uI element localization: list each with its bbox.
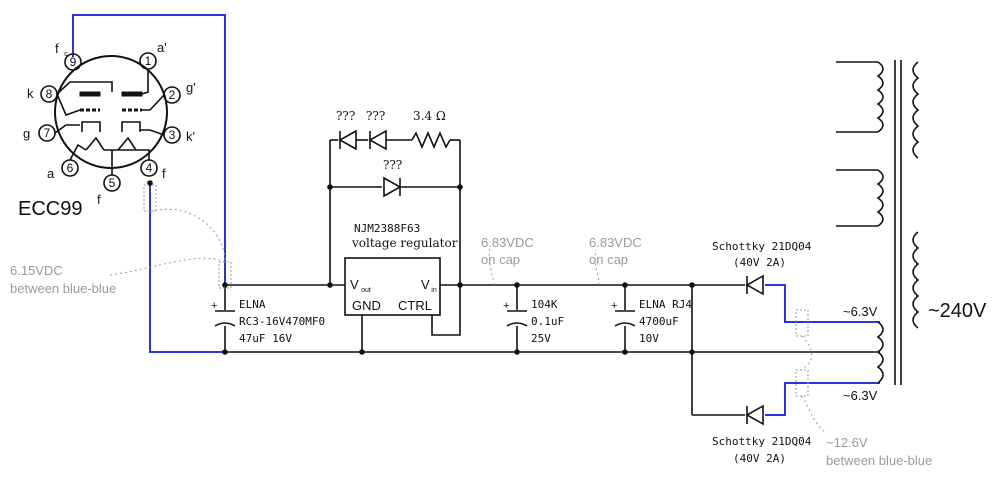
svg-text:6.83VDC: 6.83VDC: [481, 235, 534, 250]
svg-text:f: f: [162, 166, 166, 181]
svg-text:Schottky 21DQ04: Schottky 21DQ04: [712, 435, 812, 448]
diode-top2: [368, 129, 387, 151]
regulator-name: NJM2388F63: [354, 222, 420, 235]
diode-mid: [383, 176, 402, 198]
svg-text:on cap: on cap: [481, 252, 520, 267]
diode-top1-label: ???: [336, 109, 355, 123]
regulator-vin-sub: in: [431, 287, 437, 294]
transformer: ~240V ~6.3V ~6.3V: [836, 60, 987, 403]
regulator-gnd: GND: [352, 298, 381, 313]
svg-text:RC3-16V470MF0: RC3-16V470MF0: [239, 315, 325, 328]
svg-text:47uF 16V: 47uF 16V: [239, 332, 292, 345]
svg-text:5: 5: [109, 176, 116, 190]
svg-text:2: 2: [169, 88, 176, 102]
svg-text:4700uF: 4700uF: [639, 315, 679, 328]
svg-text:~12.6V: ~12.6V: [826, 435, 868, 450]
svg-text:between blue-blue: between blue-blue: [10, 281, 116, 296]
svg-text:on cap: on cap: [589, 252, 628, 267]
schottky-bottom: Schottky 21DQ04 (40V 2A): [712, 404, 812, 465]
svg-text:1: 1: [145, 54, 152, 68]
diode-top2-label: ???: [366, 109, 385, 123]
svg-text:10V: 10V: [639, 332, 659, 345]
svg-text:+: +: [211, 300, 217, 312]
voltage-notes: 6.15VDC between blue-blue 6.83VDC on cap…: [10, 235, 932, 468]
regulator-vin: V: [421, 277, 430, 292]
heater-wires: [72, 14, 880, 416]
svg-text:(40V 2A): (40V 2A): [733, 452, 786, 465]
resistor-zigzag: [411, 130, 451, 150]
regulator-desc: voltage regulator: [351, 236, 458, 250]
diode-chain: ??? ??? 3.4 Ω ???: [330, 109, 460, 198]
schottky-top: Schottky 21DQ04 (40V 2A): [712, 240, 812, 296]
svg-text:0.1uF: 0.1uF: [531, 315, 564, 328]
diode-mid-label: ???: [383, 158, 402, 172]
svg-text:ELNA: ELNA: [239, 298, 266, 311]
regulator-vout: V: [350, 277, 359, 292]
svg-text:104K: 104K: [531, 298, 558, 311]
svg-text:6.15VDC: 6.15VDC: [10, 263, 63, 278]
svg-text:7: 7: [44, 126, 51, 140]
svg-text:ELNA RJ4: ELNA RJ4: [639, 298, 692, 311]
cap-c2: + 104K 0.1uF 25V: [503, 298, 564, 345]
svg-text:k: k: [27, 86, 34, 101]
svg-text:(40V 2A): (40V 2A): [733, 256, 786, 269]
svg-text:6.83VDC: 6.83VDC: [589, 235, 642, 250]
sec-bottom-voltage: ~6.3V: [843, 388, 878, 403]
svg-text:a': a': [157, 40, 167, 55]
diode-top1: [338, 129, 357, 151]
svg-text:6: 6: [67, 161, 74, 175]
junctions: [147, 180, 695, 355]
svg-text:Schottky 21DQ04: Schottky 21DQ04: [712, 240, 812, 253]
primary-voltage: ~240V: [928, 300, 987, 322]
svg-text:f: f: [97, 192, 101, 207]
pin-label-fc-sub: c: [64, 51, 68, 58]
svg-text:+: +: [611, 300, 617, 312]
pin-label-fc: f: [55, 41, 59, 56]
svg-text:k': k': [186, 129, 195, 144]
svg-text:+: +: [503, 300, 509, 312]
regulator-ctrl: CTRL: [398, 298, 432, 313]
svg-text:4: 4: [146, 161, 153, 175]
svg-text:g': g': [186, 80, 196, 95]
tube-pins: 1 2 3 4 5 6 7 8 9: [38, 52, 181, 192]
svg-text:3: 3: [169, 128, 176, 142]
svg-text:25V: 25V: [531, 332, 551, 345]
svg-text:8: 8: [46, 87, 53, 101]
cap-c3: + ELNA RJ4 4700uF 10V: [611, 298, 692, 345]
measure-leads: [109, 184, 826, 433]
tube-name: ECC99: [18, 198, 82, 220]
resistor-label: 3.4 Ω: [413, 109, 446, 123]
wiring: [224, 140, 880, 416]
regulator-vout-sub: out: [361, 287, 371, 294]
svg-text:g: g: [23, 126, 30, 141]
regulator: NJM2388F63 voltage regulator V out V in …: [344, 222, 458, 316]
tube-ecc99: 1 2 3 4 5 6 7 8 9 f c a' g' k': [18, 40, 196, 220]
svg-text:between blue-blue: between blue-blue: [826, 453, 932, 468]
svg-text:a: a: [47, 166, 55, 181]
svg-text:9: 9: [70, 55, 77, 69]
cap-c1: + ELNA RC3-16V470MF0 47uF 16V: [211, 298, 325, 345]
sec-top-voltage: ~6.3V: [843, 304, 878, 319]
